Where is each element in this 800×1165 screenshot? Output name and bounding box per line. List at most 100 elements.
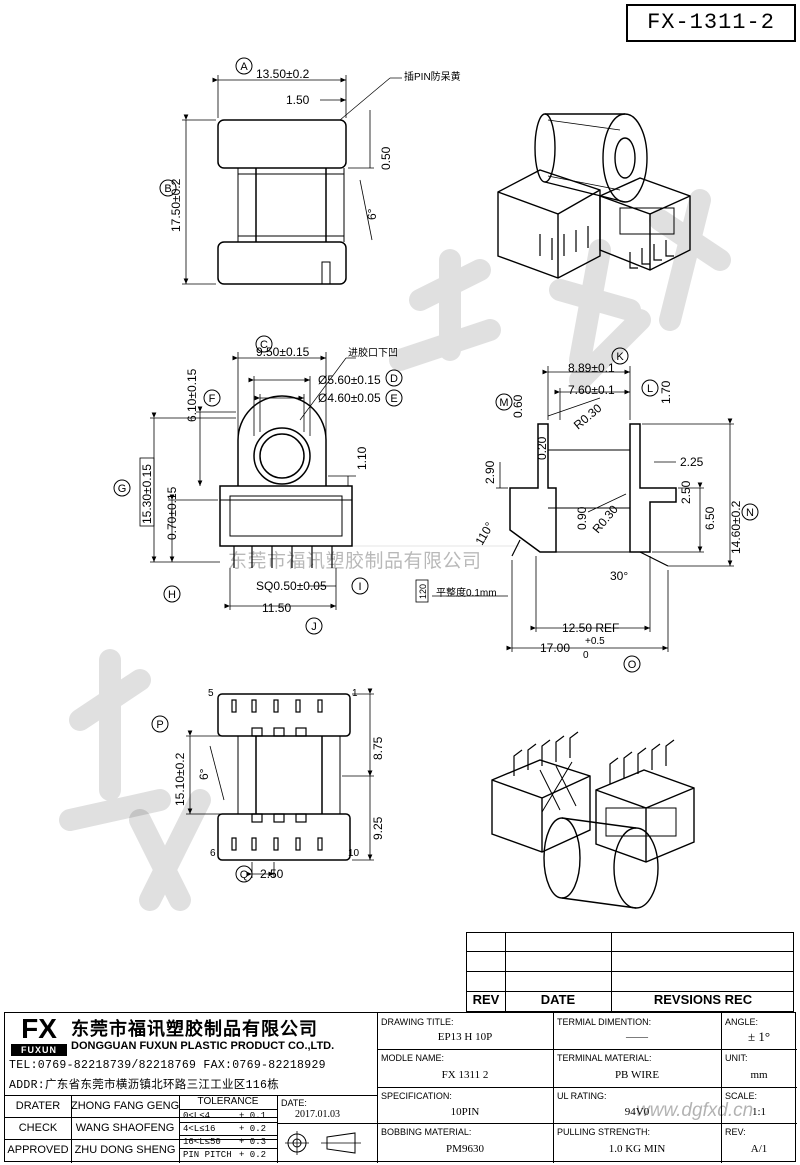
date-label: DATE: [281, 1098, 307, 1108]
pin-label-5: 5 [208, 688, 214, 699]
iso-view-1 [497, 113, 691, 279]
date-header: DATE [540, 992, 576, 1007]
top-view-dims [182, 75, 402, 285]
label-q: Q [240, 869, 249, 881]
dim-0-20: 0.20 [535, 436, 549, 460]
dim-8-89: 8.89±0.1 [568, 361, 615, 375]
pin-label-6: 6 [210, 848, 216, 859]
top-view [217, 119, 347, 285]
check-label: CHECK [18, 1122, 58, 1134]
pulling-strength: 1.0 KG MIN [608, 1143, 666, 1155]
dim-6-10: 6.10±0.15 [185, 368, 199, 422]
specification-label: SPECIFICATION: [381, 1091, 452, 1101]
rev-header: REV [472, 992, 500, 1007]
module-name-label: MODLE NAME: [381, 1053, 445, 1063]
label-b: B [164, 183, 171, 195]
drawing-date: 2017.01.03 [295, 1109, 340, 1120]
dim-13-50: 13.50±0.2 [256, 67, 310, 81]
drawing-title: EP13 H 10P [437, 1031, 493, 1043]
dim-6-deg-top: 6° [365, 208, 379, 220]
dim-9-25: 9.25 [371, 816, 385, 840]
terminal-dimention-label: TERMIAL DIMENTION: [557, 1017, 652, 1027]
dim-17-00-minus: 0 [583, 650, 589, 661]
title-block: FX FUXUN 东莞市福讯塑胶制品有限公司 DONGGUAN FUXUN PL… [4, 1012, 797, 1163]
dim-2-90: 2.90 [483, 460, 497, 484]
revisions-header: REVSIONS REC [653, 992, 753, 1007]
check-name: WANG SHAOFENG [75, 1122, 175, 1134]
label-c: C [260, 339, 268, 351]
dim-2-50: 2.50 [679, 480, 693, 504]
logo-fx: FX [21, 1013, 57, 1044]
scale-label: SCALE: [725, 1091, 758, 1101]
dim-2-25: 2.25 [680, 455, 704, 469]
dim-11-50: 11.50 [262, 601, 291, 615]
label-j: J [311, 621, 317, 633]
tol-range-4: PIN PITCH [183, 1150, 232, 1160]
rev-label: REV: [725, 1127, 746, 1137]
revision-table: REV DATE REVSIONS REC [466, 932, 794, 1012]
label-a: A [240, 61, 248, 73]
side-view-dims [496, 366, 734, 652]
dim-30-deg: 30° [610, 569, 628, 583]
company-watermark: 东莞市福讯塑胶制品有限公司 [228, 550, 482, 572]
label-i: I [358, 581, 361, 593]
dim-17-50: 17.50±0.2 [169, 178, 183, 232]
url-watermark: www.dgfxd.cn [636, 1100, 754, 1121]
drawing-title-label: DRAWING TITLE: [381, 1017, 454, 1027]
tol-range-3: 16<L≤50 [183, 1137, 221, 1147]
dim-0-70: 0.70±0.15 [165, 486, 179, 540]
angle-label: ANGLE: [725, 1017, 759, 1027]
terminal-material-label: TERMINAL MATERIAL: [557, 1053, 652, 1063]
label-n: N [746, 507, 754, 519]
pin-label-1: 1 [352, 688, 358, 699]
bobbin-material-label: BOBBING MATERIAL: [381, 1127, 472, 1137]
note-flatness: 平整度0.1mm [436, 586, 497, 599]
dim-17-00: 17.00 [540, 641, 570, 655]
module-name: FX 1311 2 [441, 1069, 489, 1081]
approved-name: ZHU DONG SHENG [74, 1144, 176, 1156]
unit-label: UNIT: [725, 1053, 748, 1063]
dim-r0-30-top: R0.30 [571, 401, 605, 433]
dim-12-50-ref: 12.50 REF [562, 621, 619, 635]
tol-range-2: 4<L≤16 [183, 1124, 216, 1134]
bobbin-material: PM9630 [446, 1143, 484, 1155]
dim-2-50-pitch: 2.50 [260, 867, 284, 881]
technical-drawing: A B 13.50±0.2 1.50 0.50 17.50±0.2 6° 插PI… [59, 57, 759, 911]
label-h: H [168, 589, 176, 601]
dim-14-60: 14.60±0.2 [729, 500, 743, 554]
projection-symbol [285, 1131, 361, 1155]
company-name-en: DONGGUAN FUXUN PLASTIC PRODUCT CO.,LTD. [71, 1040, 335, 1052]
terminal-dimention: —— [626, 1031, 648, 1043]
tol-val-2: + 0.2 [239, 1124, 267, 1134]
dim-6-deg-bottom: 6° [197, 768, 211, 780]
dim-110-deg: 110° [472, 520, 496, 548]
ul-rating: 94V0 [624, 1106, 650, 1118]
dim-0-90: 0.90 [575, 506, 589, 530]
dim-1-70: 1.70 [659, 380, 673, 404]
tol-val-4: + 0.2 [239, 1150, 267, 1160]
terminal-material: PB WIRE [614, 1069, 660, 1081]
ul-rating-label: UL RATING: [557, 1091, 607, 1101]
dim-6-50: 6.50 [703, 506, 717, 530]
company-logo: FX FUXUN [11, 1013, 67, 1056]
logo-fuxun: FUXUN [11, 1044, 67, 1056]
note-gate-recess: 进胶口下凹 [348, 346, 398, 359]
rev: A/1 [750, 1143, 768, 1155]
note-pin-fool-proof: 插PIN防呆黄 [404, 70, 461, 83]
dim-5-60: Ø5.60±0.15 [318, 373, 381, 387]
dim-4-60: Ø4.60±0.05 [318, 391, 381, 405]
dim-1-10: 1.10 [355, 446, 369, 470]
scale: 1:1 [751, 1106, 767, 1118]
dim-1-50: 1.50 [286, 93, 310, 107]
tol-val-1: + 0.1 [239, 1111, 267, 1121]
dim-9-50: 9.50±0.15 [256, 345, 310, 359]
iso-view-2 [491, 731, 695, 909]
label-p: P [156, 719, 163, 731]
drater-name: ZHONG FANG GENG [71, 1100, 180, 1112]
label-d: D [390, 373, 398, 385]
label-k: K [616, 351, 624, 363]
part-number: FX-1311-2 [647, 10, 775, 35]
label-g: G [118, 483, 127, 495]
flatness-box: 120 [418, 584, 428, 599]
dim-0-60: 0.60 [511, 394, 525, 418]
